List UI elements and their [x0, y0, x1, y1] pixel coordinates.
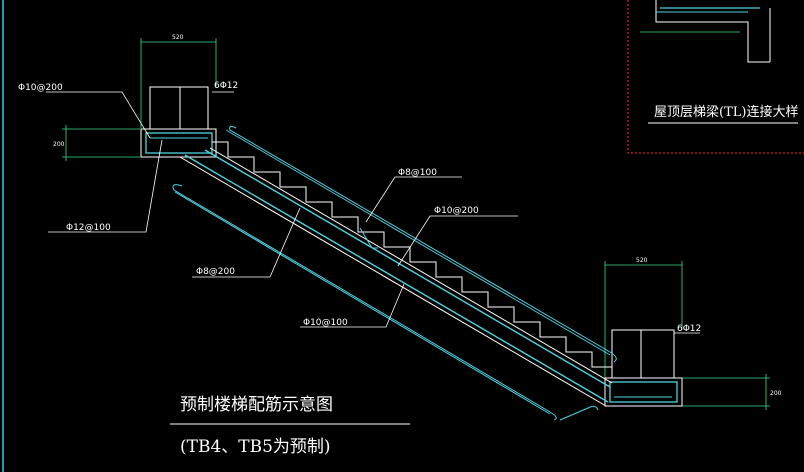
rebar-lower-hook: [172, 184, 557, 421]
label-stirrup-left: 6Φ12: [214, 81, 238, 91]
rebar-bottom-outer-hook: [559, 405, 599, 421]
right-dimension-group: 520 200: [604, 257, 782, 410]
label-rebar-left-bottom: Φ12@100: [66, 223, 111, 233]
label-rebar-bottom: Φ10@100: [303, 318, 348, 328]
inset-title: 屋顶层梯梁(TL)连接大样: [654, 104, 798, 120]
inset-detail: 屋顶层梯梁(TL)连接大样: [627, 0, 804, 154]
dim-left-height: 200: [53, 141, 65, 148]
left-support: [140, 86, 217, 158]
dim-left-width: 520: [172, 34, 184, 41]
rebar-top-hook: [229, 125, 617, 363]
right-beam-upper: [611, 329, 675, 379]
rebar-outer-long: [174, 191, 551, 415]
inset-border: [627, 0, 804, 154]
drawing-subtitle: (TB4、TB5为预制): [180, 437, 331, 457]
stair-steps: [212, 141, 612, 368]
stair-soffit-inner: [209, 147, 613, 384]
leader-rebar-mid-right: [397, 215, 518, 267]
drawing-title: 预制楼梯配筋示意图: [180, 395, 333, 415]
rebar-step-top: [225, 129, 611, 356]
left-beam-upper: [149, 86, 209, 130]
stair-soffit: [179, 156, 607, 407]
flight-rebar: [172, 125, 617, 421]
label-rebar-top-left: Φ10@200: [18, 83, 63, 93]
rebar-bottom-longitudinal: [184, 154, 609, 403]
rebar-mid-bar: [359, 227, 373, 249]
left-landing-rebar: [145, 132, 213, 154]
stair-flight: [179, 141, 613, 407]
left-landing-slab: [140, 128, 217, 158]
right-landing-slab: [604, 377, 683, 407]
label-stirrup-right: 6Φ12: [677, 324, 701, 334]
leader-lines: [46, 91, 700, 334]
right-support: [604, 329, 683, 407]
leader-rebar-top-left: [46, 91, 151, 139]
right-landing-rebar: [609, 381, 678, 403]
left-dimension-group: 520 200: [53, 34, 217, 161]
inset-beam-outline: [655, 0, 770, 63]
label-rebar-mid-right: Φ10@200: [434, 206, 479, 216]
label-rebar-mid-left: Φ8@200: [196, 267, 235, 277]
label-rebar-mid-top: Φ8@100: [398, 168, 437, 178]
dim-right-height: 200: [770, 390, 782, 397]
leader-rebar-bottom: [300, 283, 405, 328]
dim-right-width: 520: [636, 257, 648, 264]
title-block: 预制楼梯配筋示意图 (TB4、TB5为预制): [170, 395, 410, 457]
leader-rebar-mid-left: [192, 207, 301, 278]
leader-rebar-mid-top: [365, 176, 462, 223]
leader-rebar-left-bottom: [48, 139, 163, 233]
rebar-top-longitudinal: [204, 149, 611, 388]
